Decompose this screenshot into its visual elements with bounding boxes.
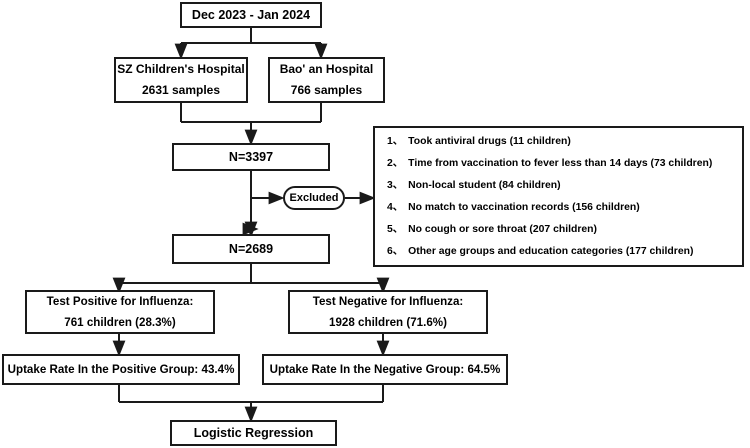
- after-exclusion-label: N=2689: [228, 241, 274, 256]
- criteria-number: 6、: [387, 245, 404, 257]
- node-excluded: Excluded: [283, 186, 345, 210]
- node-test-negative: Test Negative for Influenza: 1928 childr…: [288, 290, 488, 334]
- test-positive-title: Test Positive for Influenza:: [46, 295, 194, 309]
- node-after-exclusion: N=2689: [172, 234, 330, 264]
- criteria-text: Took antiviral drugs (11 children): [408, 136, 571, 147]
- list-item: 5、 No cough or sore throat (207 children…: [387, 224, 736, 235]
- test-negative-count: 1928 children (71.6%): [329, 315, 447, 329]
- criteria-number: 4、: [387, 201, 404, 213]
- hospital-left-samples: 2631 samples: [141, 82, 221, 97]
- criteria-number: 3、: [387, 179, 404, 191]
- node-total-samples: N=3397: [172, 143, 330, 171]
- list-item: 6、 Other age groups and education catego…: [387, 246, 736, 257]
- list-item: 3、 Non-local student (84 children): [387, 180, 736, 191]
- uptake-negative-label: Uptake Rate In the Negative Group: 64.5%: [269, 362, 501, 376]
- node-logistic-regression: Logistic Regression: [170, 420, 337, 446]
- criteria-text: Non-local student (84 children): [408, 179, 561, 191]
- test-negative-title: Test Negative for Influenza:: [312, 295, 464, 309]
- criteria-text: No match to vaccination records (156 chi…: [408, 201, 640, 213]
- test-positive-count: 761 children (28.3%): [64, 315, 176, 329]
- list-item: 4、 No match to vaccination records (156 …: [387, 202, 736, 213]
- excluded-label: Excluded: [289, 192, 339, 204]
- hospital-right-name: Bao' an Hospital: [279, 61, 374, 76]
- hospital-right-samples: 766 samples: [290, 82, 363, 97]
- node-hospital-left: SZ Children's Hospital 2631 samples: [114, 57, 248, 103]
- criteria-text: Time from vaccination to fever less than…: [408, 157, 713, 169]
- node-hospital-right: Bao' an Hospital 766 samples: [268, 57, 385, 103]
- list-item: 1、 Took antiviral drugs (11 children): [387, 136, 736, 147]
- criteria-text: No cough or sore throat (207 children): [408, 223, 597, 235]
- node-test-positive: Test Positive for Influenza: 761 childre…: [25, 290, 215, 334]
- criteria-number: 1、: [387, 136, 404, 147]
- criteria-number: 5、: [387, 223, 404, 235]
- node-uptake-positive: Uptake Rate In the Positive Group: 43.4%: [2, 354, 240, 385]
- total-samples-label: N=3397: [228, 149, 274, 164]
- uptake-positive-label: Uptake Rate In the Positive Group: 43.4%: [7, 362, 235, 376]
- hospital-left-name: SZ Children's Hospital: [117, 61, 245, 76]
- criteria-number: 2、: [387, 157, 404, 169]
- list-item: 2、 Time from vaccination to fever less t…: [387, 158, 736, 169]
- study-period-label: Dec 2023 - Jan 2024: [191, 7, 311, 22]
- node-exclusion-criteria-list: 1、 Took antiviral drugs (11 children) 2、…: [373, 126, 744, 267]
- criteria-text: Other age groups and education categorie…: [408, 245, 694, 257]
- node-study-period: Dec 2023 - Jan 2024: [180, 2, 322, 28]
- logistic-regression-label: Logistic Regression: [193, 425, 314, 440]
- node-uptake-negative: Uptake Rate In the Negative Group: 64.5%: [262, 354, 508, 385]
